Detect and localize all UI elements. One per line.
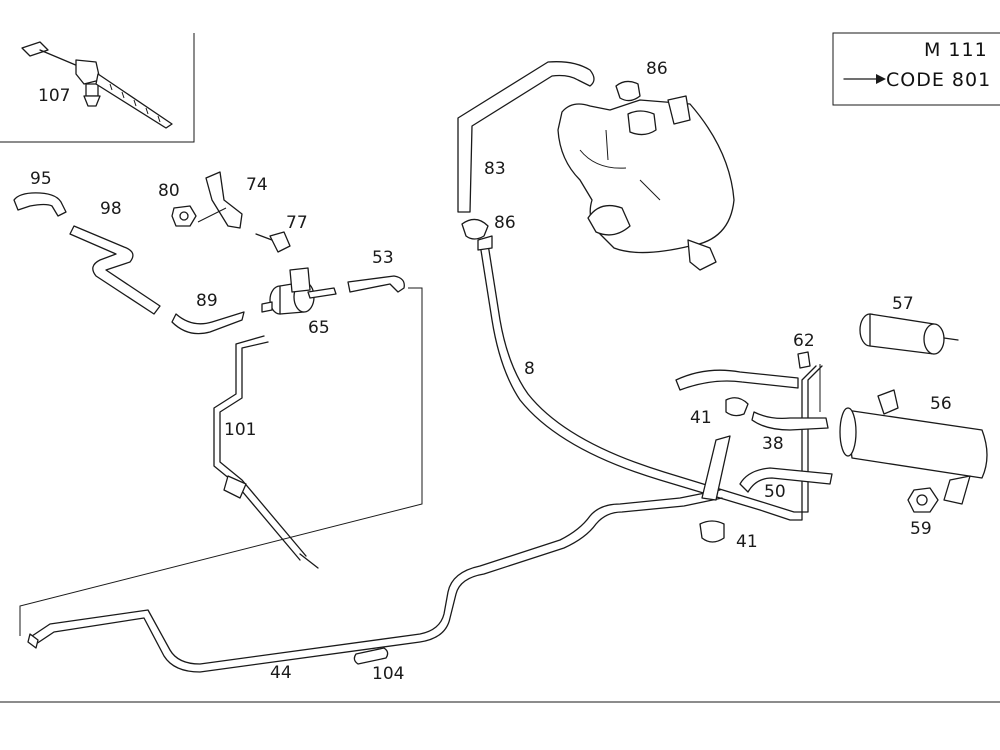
part-95-hose-elbow[interactable] [13,192,67,217]
label-107: 107 [38,86,70,106]
leader-53 [19,287,423,636]
label-86-lower: 86 [494,213,516,233]
label-53: 53 [372,248,394,268]
label-80: 80 [158,181,180,201]
part-57-fuel-filter[interactable] [859,313,959,355]
label-59: 59 [910,519,932,539]
label-77: 77 [286,213,308,233]
label-8: 8 [524,359,535,379]
part-8-line[interactable] [477,235,823,521]
part-38-hose[interactable] [751,411,829,431]
engine-code: CODE 801 [886,69,991,91]
label-101: 101 [224,420,256,440]
part-59-nut[interactable] [907,487,939,513]
engine-code-box: M 111 CODE 801 [832,32,1000,106]
part-50-hose[interactable] [701,435,833,501]
part-98-hose[interactable] [69,225,161,315]
label-38: 38 [762,434,784,454]
part-86-clamp-lower[interactable] [461,218,489,240]
label-56: 56 [930,394,952,414]
part-89-hose[interactable] [171,311,245,335]
label-83: 83 [484,159,506,179]
label-44: 44 [270,663,292,683]
label-50: 50 [764,482,786,502]
part-65-valve[interactable] [261,267,337,315]
label-41-lower: 41 [736,532,758,552]
part-74-bracket[interactable] [197,171,243,229]
label-74: 74 [246,175,268,195]
part-41-clamp-lower[interactable] [699,520,725,543]
part-86-clamp-upper[interactable] [615,80,641,102]
part-labels: 107 95 98 80 74 77 89 53 65 101 83 86 86… [30,59,952,684]
part-83-hose[interactable] [457,61,595,213]
part-107-cable-tie[interactable] [21,41,173,129]
part-41-clamp-upper[interactable] [675,369,799,417]
part-53-hose[interactable] [347,275,405,293]
label-62: 62 [793,331,815,351]
engine-model: M 111 [924,39,988,61]
label-104: 104 [372,664,404,684]
part-104-sleeve[interactable] [353,647,389,665]
part-101-line[interactable] [213,335,319,569]
expansion-tank[interactable] [557,95,735,271]
label-98: 98 [100,199,122,219]
label-57: 57 [892,294,914,314]
inset-frame [0,33,195,143]
part-80-nut[interactable] [171,205,197,227]
part-56-canister[interactable] [839,389,988,505]
part-77-bolt[interactable] [255,231,291,253]
label-86-upper: 86 [646,59,668,79]
arrow-right-icon [876,74,886,84]
label-95: 95 [30,169,52,189]
label-41-upper: 41 [690,408,712,428]
part-62-cap[interactable] [797,351,811,369]
part-44-line[interactable] [27,489,723,673]
label-89: 89 [196,291,218,311]
label-65: 65 [308,318,330,338]
